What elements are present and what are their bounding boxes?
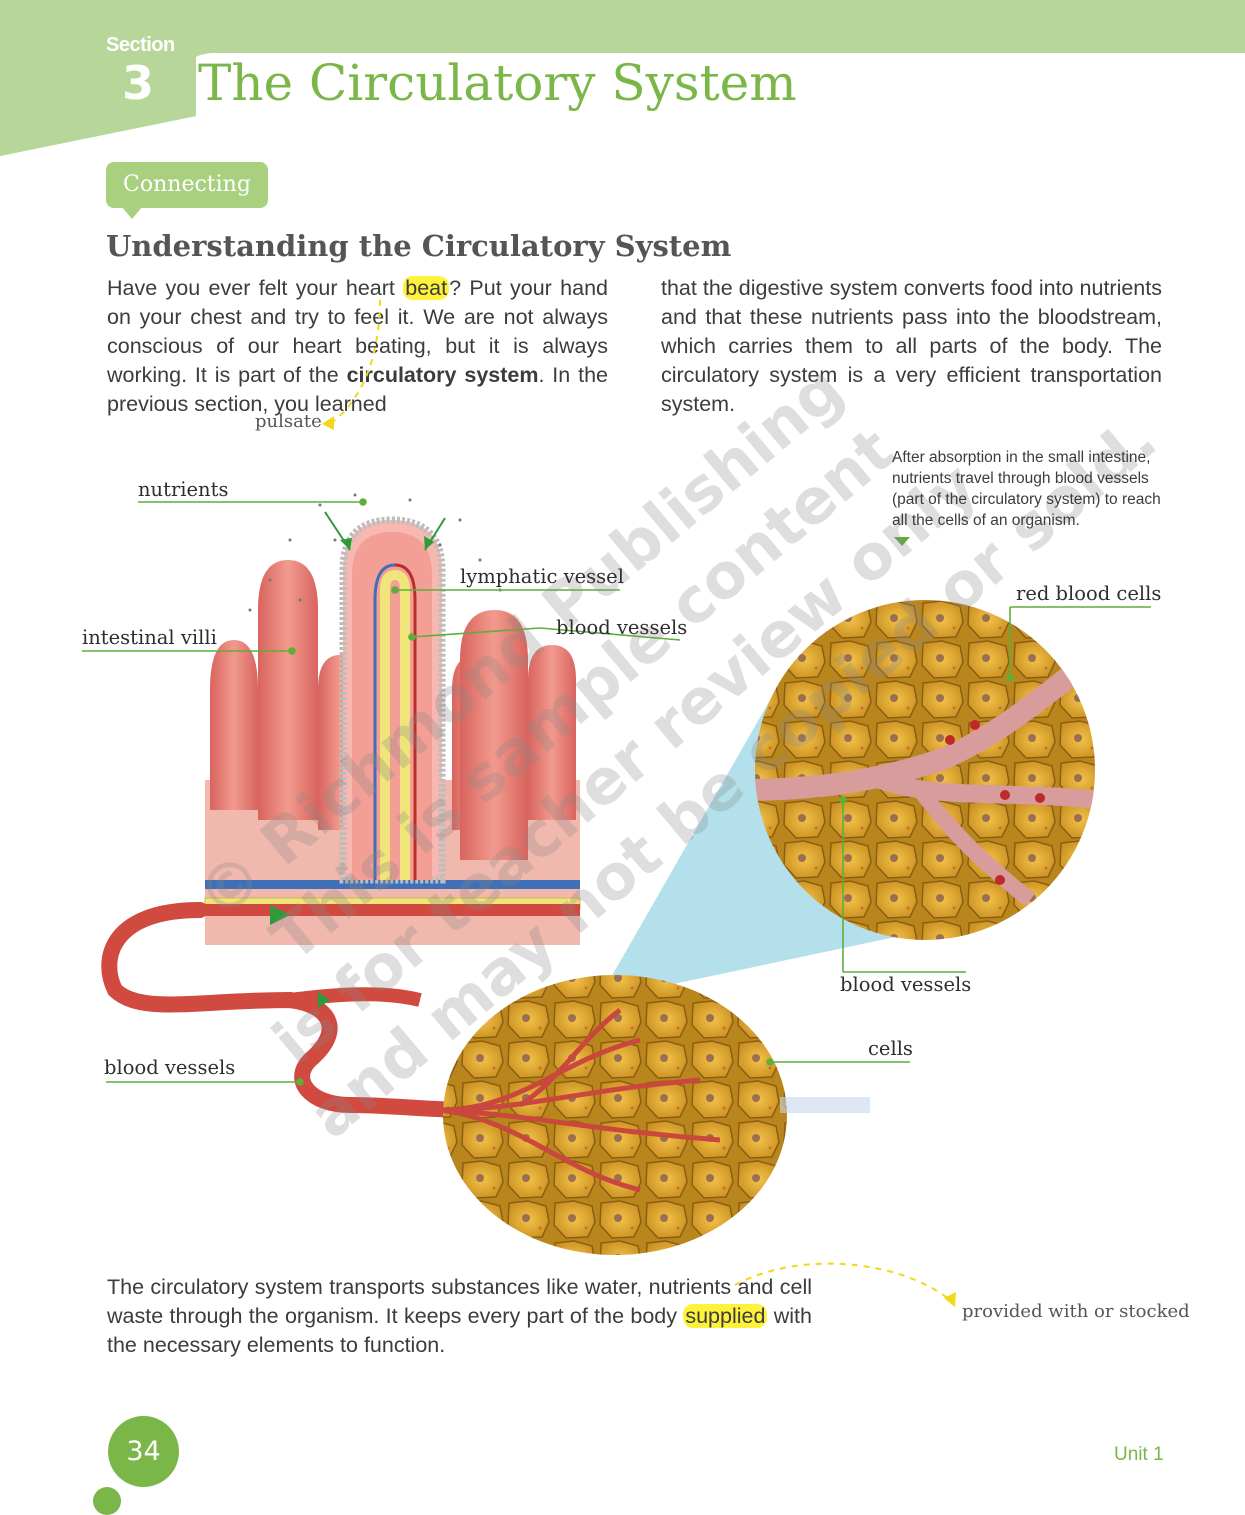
label-blood-vessels-right: blood vessels — [840, 973, 972, 996]
blood-vessel-loop — [101, 902, 478, 1118]
label-blood-vessels-top: blood vessels — [556, 616, 688, 639]
unit-label: Unit 1 — [1114, 1444, 1164, 1465]
highlight-beat[interactable]: beat — [403, 276, 450, 300]
label-lymphatic-vessel: lymphatic vessel — [460, 565, 624, 588]
gloss-pulsate: pulsate — [255, 411, 322, 432]
decorative-dot — [93, 1487, 121, 1515]
intro-column-1: Have you ever felt your heart beat? Put … — [107, 276, 608, 416]
tag-tail — [122, 207, 142, 219]
magnification-beam — [598, 700, 905, 1000]
term-circulatory-system: circulatory system — [346, 363, 539, 387]
page-title: The Circulatory System — [198, 54, 797, 112]
label-nutrients: nutrients — [138, 478, 229, 501]
section-number: 3 — [122, 56, 155, 110]
gloss-supplied: provided with or stocked — [962, 1301, 1190, 1322]
magnified-capillary — [755, 600, 1095, 940]
closing-paragraph: The circulatory system transports substa… — [107, 1275, 812, 1357]
highlight-supplied[interactable]: supplied — [683, 1304, 768, 1328]
body-cells-tissue — [443, 975, 787, 1255]
header-band — [0, 0, 1245, 156]
figure-note: After absorption in the small intestine,… — [892, 449, 1161, 529]
section-subheading: Understanding the Circulatory System — [106, 229, 732, 263]
label-red-blood-cells: red blood cells — [1016, 582, 1162, 605]
section-label: Section — [106, 34, 175, 56]
label-intestinal-villi: intestinal villi — [82, 626, 217, 649]
label-blood-vessels-left: blood vessels — [104, 1056, 236, 1079]
page-number: 34 — [108, 1416, 179, 1487]
label-cells: cells — [868, 1037, 913, 1060]
intro-column-2: that the digestive system converts food … — [661, 276, 1162, 416]
intestinal-villi — [210, 516, 576, 884]
connecting-tag: Connecting — [106, 162, 268, 208]
